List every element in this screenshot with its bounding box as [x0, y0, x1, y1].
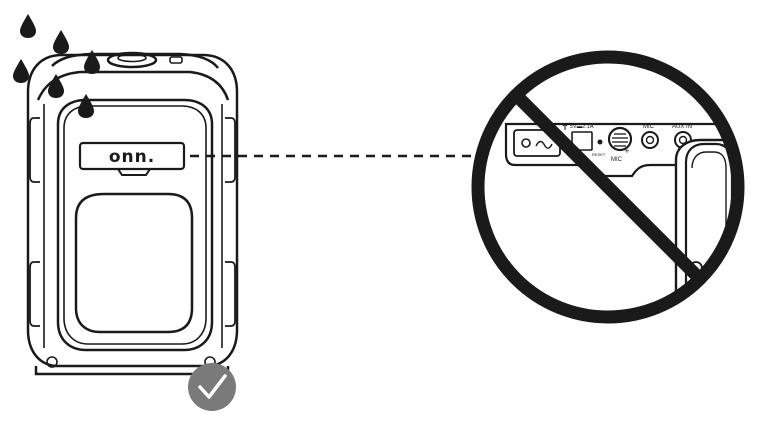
logo-badge — [78, 141, 186, 171]
passive-radiator — [74, 192, 194, 334]
side-grip-left-top — [29, 117, 40, 183]
side-grip-right-top — [225, 117, 236, 183]
foot-left — [46, 356, 58, 368]
speaker — [26, 51, 239, 376]
logo-badge-tab — [117, 168, 151, 176]
port-labels: 5V▬2.1A RESET MIC MIC AUX IN — [570, 124, 692, 163]
mic-knob-label: MIC — [611, 157, 623, 163]
usb-symbol-icon — [562, 123, 568, 130]
mic-jack-inner — [645, 135, 655, 145]
top-small-button — [169, 56, 183, 64]
water-drop-icon — [53, 30, 69, 54]
usb-port — [571, 131, 593, 151]
water-drop-icon — [13, 59, 29, 83]
front-panel — [56, 98, 214, 352]
water-drop-icon — [48, 74, 64, 98]
checkmark-icon — [188, 363, 236, 411]
mic-jack-label: MIC — [643, 124, 655, 130]
water-drop-icon — [20, 14, 36, 38]
speaker-shoulder — [36, 70, 230, 101]
brand-logo: onn. — [109, 147, 155, 167]
speaker-shell — [26, 53, 239, 368]
top-button-inner — [117, 53, 147, 63]
usb-out-label: 5V▬2.1A — [570, 124, 594, 130]
rubber-flap-inner — [691, 151, 727, 296]
side-grip-left-bottom — [29, 261, 40, 327]
top-button — [106, 51, 158, 69]
reset-label: RESET — [592, 152, 606, 157]
front-panel-inner — [63, 105, 207, 345]
prohibition-icon — [471, 50, 745, 324]
mic-knob — [607, 126, 633, 152]
water-drops — [13, 14, 100, 118]
reset-pinhole — [597, 139, 603, 145]
side-grip-right-bottom — [225, 261, 236, 327]
dc-jack-wave — [535, 140, 553, 149]
water-drop-icon — [84, 50, 100, 74]
mic-jack — [641, 131, 659, 149]
aux-in-label: AUX IN — [672, 124, 692, 130]
aux-in-jack-inner — [678, 135, 688, 145]
plus-icon: + — [624, 147, 630, 155]
dc-jack-pin — [521, 138, 531, 148]
